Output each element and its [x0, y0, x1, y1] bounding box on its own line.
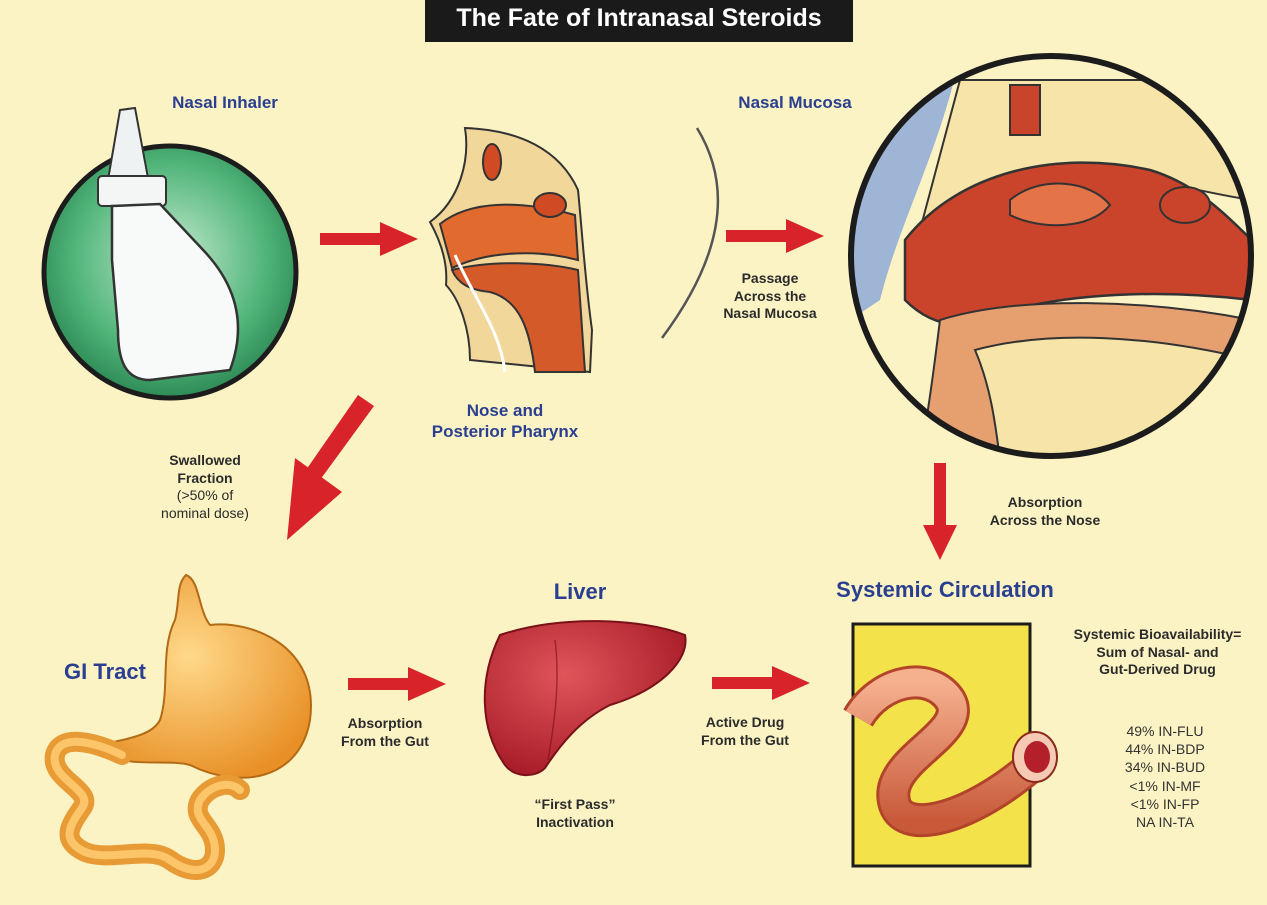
- label-nose-pharynx-line1: Nose and: [400, 400, 610, 421]
- label-active-drug-line2: From the Gut: [680, 732, 810, 750]
- bioavailability-item: NA IN-TA: [1100, 813, 1230, 831]
- label-active-drug-line1: Active Drug: [680, 714, 810, 732]
- diagram-title: The Fate of Intranasal Steroids: [425, 4, 853, 33]
- label-first-pass: “First Pass” Inactivation: [510, 796, 640, 831]
- circulation-box-illustration: [853, 624, 1057, 866]
- label-absorption-nose-line2: Across the Nose: [970, 512, 1120, 530]
- arrow-gut-to-liver: [348, 667, 446, 701]
- label-swallowed-line4: nominal dose): [140, 505, 270, 523]
- label-passage-line1: Passage: [700, 270, 840, 288]
- bioavailability-item: 34% IN-BUD: [1100, 758, 1230, 776]
- bioavailability-item: <1% IN-FP: [1100, 795, 1230, 813]
- bioavailability-list: 49% IN-FLU 44% IN-BDP 34% IN-BUD <1% IN-…: [1100, 722, 1230, 831]
- arrow-swallowed-fraction: [287, 395, 374, 540]
- arrow-absorption-nose: [923, 463, 957, 560]
- label-gi-tract: GI Tract: [45, 658, 165, 686]
- label-nose-pharynx-line2: Posterior Pharynx: [400, 421, 610, 442]
- label-bioavailability-line1: Systemic Bioavailability=: [1050, 626, 1265, 644]
- bioavailability-item: 44% IN-BDP: [1100, 740, 1230, 758]
- label-swallowed-line2: Fraction: [140, 470, 270, 488]
- gi-tract-illustration: [55, 575, 311, 870]
- label-passage-line2: Across the: [700, 288, 840, 306]
- label-liver: Liver: [530, 578, 630, 606]
- arrow-liver-to-circulation: [712, 666, 810, 700]
- label-first-pass-line1: “First Pass”: [510, 796, 640, 814]
- label-systemic-circulation: Systemic Circulation: [810, 576, 1080, 604]
- nasal-inhaler-illustration: [44, 108, 296, 398]
- liver-illustration: [485, 621, 686, 775]
- title-bar: The Fate of Intranasal Steroids: [425, 0, 853, 42]
- nasal-mucosa-illustration: [850, 55, 1252, 460]
- label-bioavailability-line3: Gut-Derived Drug: [1050, 661, 1265, 679]
- label-passage-mucosa: Passage Across the Nasal Mucosa: [700, 270, 840, 323]
- label-nasal-inhaler: Nasal Inhaler: [145, 92, 305, 113]
- label-first-pass-line2: Inactivation: [510, 814, 640, 832]
- arrow-inhaler-to-nose: [320, 222, 418, 256]
- label-bioavailability: Systemic Bioavailability= Sum of Nasal- …: [1050, 626, 1265, 679]
- label-absorption-gut: Absorption From the Gut: [320, 715, 450, 750]
- label-bioavailability-line2: Sum of Nasal- and: [1050, 644, 1265, 662]
- label-swallowed-line3: (>50% of: [140, 487, 270, 505]
- label-absorption-nose-line1: Absorption: [970, 494, 1120, 512]
- label-nasal-mucosa: Nasal Mucosa: [710, 92, 880, 113]
- label-absorption-nose: Absorption Across the Nose: [970, 494, 1120, 529]
- nose-pharynx-illustration: [430, 128, 592, 372]
- label-absorption-gut-line2: From the Gut: [320, 733, 450, 751]
- bioavailability-item: <1% IN-MF: [1100, 777, 1230, 795]
- label-passage-line3: Nasal Mucosa: [700, 305, 840, 323]
- label-active-drug: Active Drug From the Gut: [680, 714, 810, 749]
- label-swallowed-fraction: Swallowed Fraction (>50% of nominal dose…: [140, 452, 270, 522]
- label-nose-pharynx: Nose and Posterior Pharynx: [400, 400, 610, 443]
- bioavailability-item: 49% IN-FLU: [1100, 722, 1230, 740]
- label-absorption-gut-line1: Absorption: [320, 715, 450, 733]
- arrow-nose-to-mucosa: [726, 219, 824, 253]
- label-swallowed-line1: Swallowed: [140, 452, 270, 470]
